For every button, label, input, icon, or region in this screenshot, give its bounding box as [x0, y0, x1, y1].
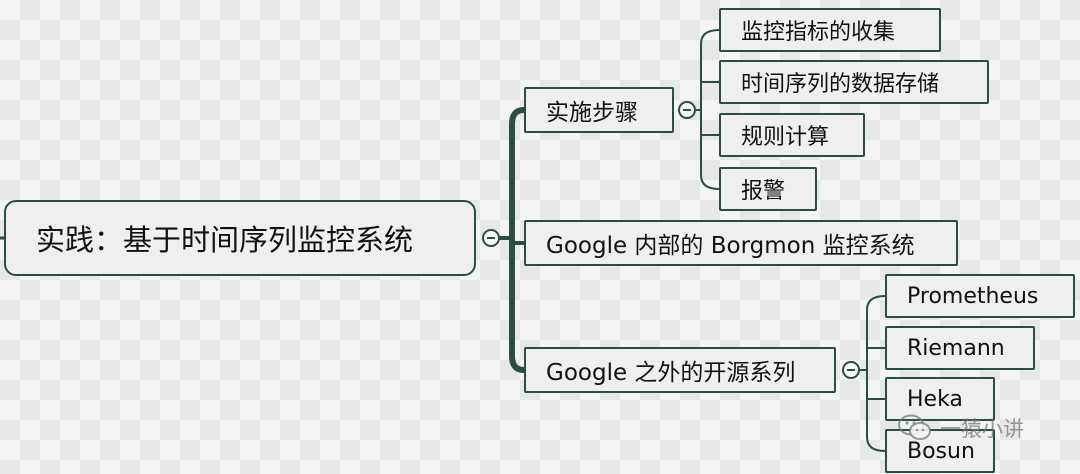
branch-node-label: Google 内部的 Borgmon 监控系统	[546, 233, 915, 259]
root-node[interactable]: 实践：基于时间序列监控系统	[4, 200, 476, 276]
leaf-node-label: Bosun	[907, 438, 975, 464]
watermark-text: 一猿小讲	[940, 417, 1024, 441]
branch-node-borgmon[interactable]: Google 内部的 Borgmon 监控系统	[524, 220, 958, 266]
leaf-node-metric-collection[interactable]: 监控指标的收集	[719, 8, 941, 52]
connector-branch-1-spine	[700, 29, 720, 190]
leaf-node-heka[interactable]: Heka	[885, 377, 995, 421]
connector-branch-3-spine	[866, 295, 886, 452]
leaf-node-label: Heka	[907, 386, 963, 412]
branch-open-source-collapse-toggle[interactable]	[842, 361, 860, 379]
leaf-node-label: 规则计算	[741, 125, 830, 150]
leaf-node-label: 时间序列的数据存储	[741, 72, 940, 97]
leaf-node-rule-computation[interactable]: 规则计算	[719, 113, 865, 157]
leaf-node-label: 监控指标的收集	[741, 20, 896, 45]
branch-node-label: 实施步骤	[546, 100, 638, 126]
leaf-node-prometheus[interactable]: Prometheus	[885, 274, 1075, 318]
leaf-node-label: 报警	[741, 179, 786, 204]
leaf-node-riemann[interactable]: Riemann	[885, 326, 1035, 370]
watermark: 一猿小讲	[898, 412, 1024, 444]
branch-node-open-source[interactable]: Google 之外的开源系列	[524, 347, 836, 393]
leaf-node-label: Prometheus	[907, 283, 1039, 309]
branch-node-label: Google 之外的开源系列	[546, 360, 796, 386]
branch-node-implementation-steps[interactable]: 实施步骤	[524, 87, 674, 133]
wechat-icon	[898, 414, 931, 440]
connector-trunk	[509, 107, 525, 373]
leaf-node-bosun[interactable]: Bosun	[885, 429, 995, 473]
branch-implementation-collapse-toggle[interactable]	[678, 101, 696, 119]
root-collapse-toggle[interactable]	[482, 229, 500, 247]
leaf-node-alerting[interactable]: 报警	[719, 167, 817, 211]
leaf-node-timeseries-storage[interactable]: 时间序列的数据存储	[719, 60, 989, 104]
root-node-label: 实践：基于时间序列监控系统	[36, 223, 414, 257]
leaf-node-label: Riemann	[907, 335, 1005, 361]
